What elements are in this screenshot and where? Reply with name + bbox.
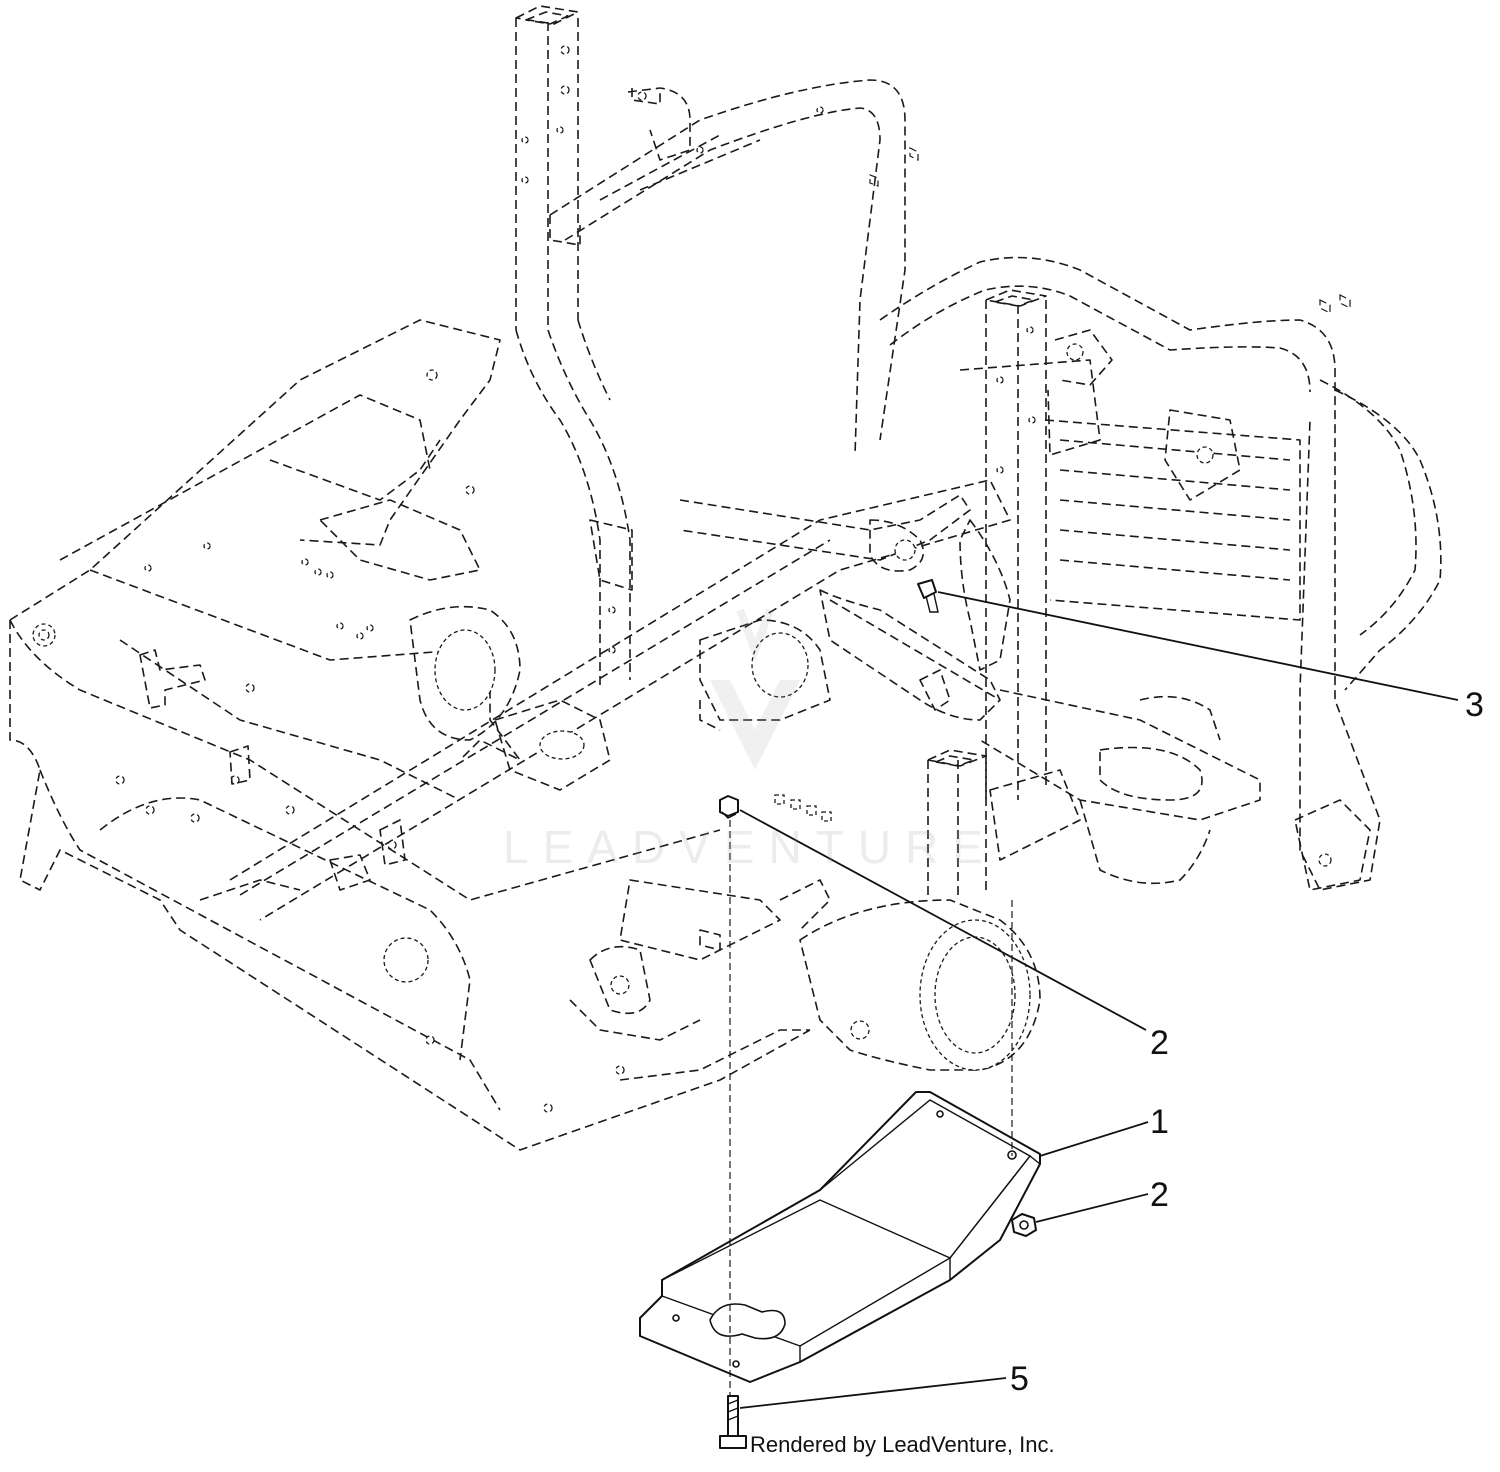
axle-housing-right <box>569 879 1041 1081</box>
upper-hoop-frame <box>549 79 919 456</box>
watermark-logo-icon <box>710 608 800 770</box>
grease-fitting-part <box>917 579 939 613</box>
left-upright-post <box>515 5 633 690</box>
watermark-text: LEADVENTURE <box>503 821 997 873</box>
flange-nut-lower-part <box>1011 1213 1037 1237</box>
lower-right-post <box>927 749 987 900</box>
rear-frame-hoop <box>879 256 1442 891</box>
bolt-part <box>719 1395 747 1449</box>
right-upright-post <box>959 289 1113 800</box>
centre-mounting-holes <box>774 669 1081 861</box>
render-credit: Rendered by LeadVenture, Inc. <box>750 1432 1055 1457</box>
axle-housing-left <box>409 605 831 791</box>
callout-3: 3 <box>1465 686 1484 724</box>
installation-centerlines <box>729 820 1013 1396</box>
main-chassis <box>9 319 811 1151</box>
callout-5: 5 <box>1010 1360 1029 1398</box>
flange-nut-upper-part <box>719 795 739 819</box>
callout-2-lower: 2 <box>1150 1176 1169 1214</box>
callout-2-upper: 2 <box>1150 1024 1169 1062</box>
callout-1: 1 <box>1150 1103 1169 1141</box>
shield-plate-part <box>639 1091 1041 1383</box>
leader-lines <box>739 591 1459 1409</box>
cross-tube <box>229 479 1261 921</box>
